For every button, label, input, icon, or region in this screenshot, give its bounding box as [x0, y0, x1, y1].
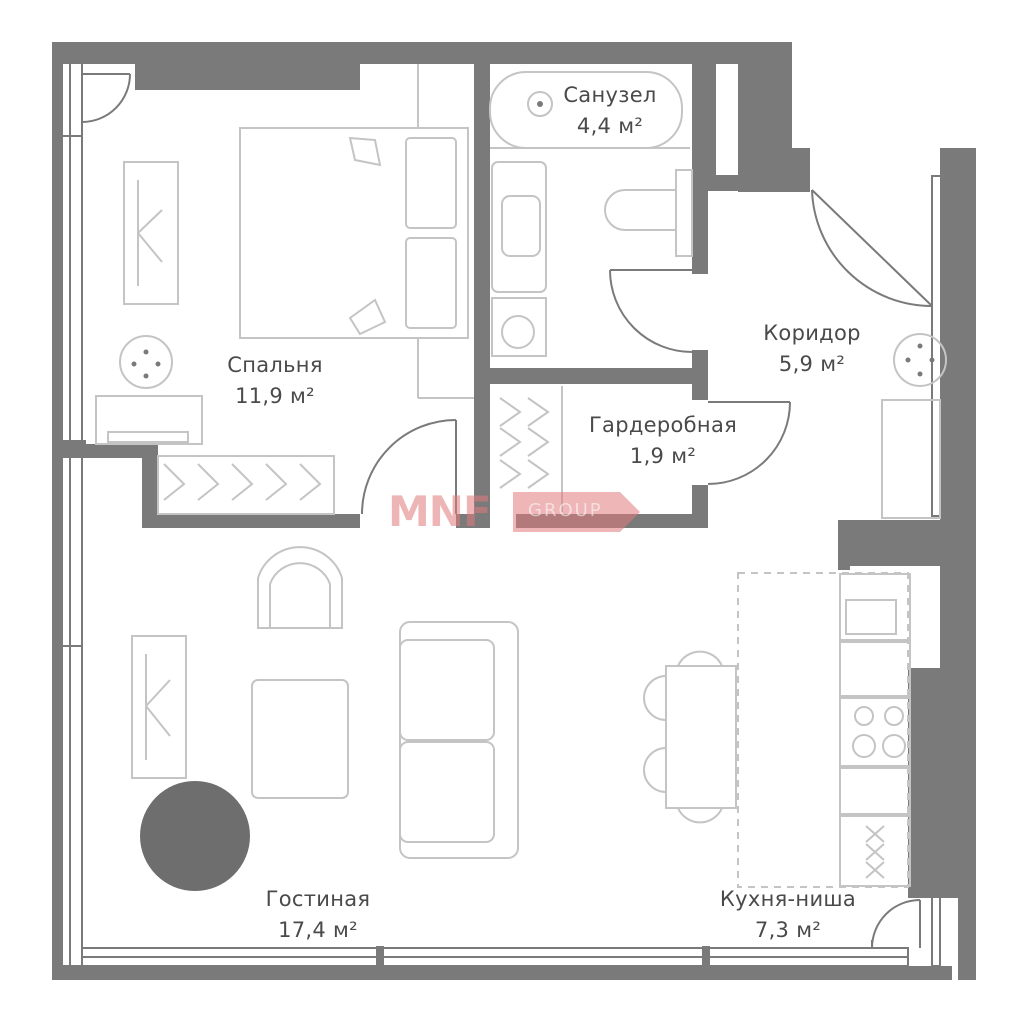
room-area: 5,9 м² — [778, 352, 846, 376]
logo-mark: MNF — [388, 487, 492, 536]
furniture — [95, 64, 947, 888]
round-rug — [140, 781, 250, 891]
doors — [81, 73, 933, 949]
window-pillar — [702, 946, 710, 970]
room-area: 1,9 м² — [629, 444, 697, 468]
logo-arrow — [513, 492, 640, 532]
room-name: Гардеробная — [588, 413, 738, 437]
room-name: Спальня — [227, 353, 323, 377]
room-area: 17,4 м² — [278, 918, 358, 942]
window-pillar — [56, 440, 86, 456]
logo-word: GROUP — [528, 500, 603, 521]
room-label-wardrobe: Гардеробная 1,9 м² — [570, 410, 756, 472]
window-pillar — [376, 946, 384, 970]
room-area: 4,4 м² — [576, 114, 644, 138]
room-label-kitchen: Кухня-ниша 7,3 м² — [700, 884, 876, 946]
room-name: Кухня-ниша — [719, 887, 857, 911]
room-name: Коридор — [763, 321, 861, 345]
room-label-bathroom: Санузел 4,4 м² — [555, 80, 665, 142]
company-logo: MNF GROUP — [388, 490, 640, 534]
room-area: 11,9 м² — [235, 384, 315, 408]
room-label-corridor: Коридор 5,9 м² — [752, 318, 872, 380]
room-label-living: Гостиная 17,4 м² — [248, 884, 388, 946]
walls — [52, 42, 976, 980]
room-name: Гостиная — [265, 887, 371, 911]
room-area: 7,3 м² — [754, 918, 822, 942]
room-label-bedroom: Спальня 11,9 м² — [212, 350, 338, 412]
room-name: Санузел — [563, 83, 657, 107]
fixture-details — [131, 101, 935, 379]
